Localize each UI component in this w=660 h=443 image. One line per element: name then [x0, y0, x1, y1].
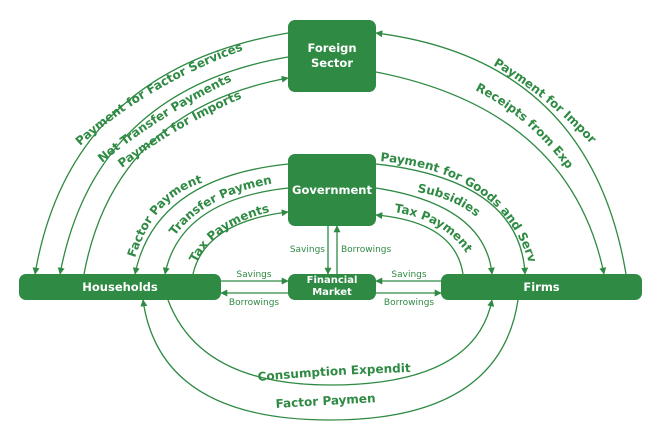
- arc-imports-households: [83, 75, 289, 275]
- financial-market-line2: Market: [312, 287, 352, 298]
- arc-consumption: [167, 299, 495, 386]
- foreign-sector-line1: Foreign: [307, 41, 357, 55]
- arc-factor-payments-bottom: [140, 299, 519, 421]
- node-households: Households: [19, 274, 221, 300]
- node-firms: Firms: [441, 274, 642, 300]
- label-savings-gov: Savings: [290, 245, 325, 255]
- label-borrowings-firms: Borrowings: [384, 298, 435, 308]
- government-label: Government: [292, 183, 372, 197]
- label-savings-firms: Savings: [391, 270, 426, 280]
- foreign-sector-line2: Sector: [311, 56, 353, 70]
- arc-factor-services: [32, 32, 289, 275]
- firms-label: Firms: [523, 280, 560, 294]
- node-financial-market: Financial Market: [288, 274, 376, 300]
- financial-market-line1: Financial: [306, 275, 358, 286]
- arc-factor-payments-gov: [132, 163, 289, 275]
- label-borrowings-households: Borrowings: [229, 298, 280, 308]
- node-government: Government: [288, 154, 376, 226]
- arc-net-transfer: [57, 56, 289, 275]
- label-borrowings-gov: Borrowings: [341, 245, 392, 255]
- label-transfer-payments: Transfer Payments: [0, 0, 273, 238]
- arc-goods-services: [375, 163, 529, 275]
- arc-subsidies: [375, 187, 495, 275]
- arc-transfer-payments: [162, 187, 289, 275]
- arc-exports: [375, 71, 607, 275]
- arc-tax-firms: [375, 212, 464, 275]
- arc-imports-firms: [375, 30, 627, 275]
- households-label: Households: [82, 280, 158, 294]
- node-foreign-sector: Foreign Sector: [288, 20, 376, 92]
- label-savings-households: Savings: [236, 270, 271, 280]
- arc-tax-households: [192, 209, 289, 275]
